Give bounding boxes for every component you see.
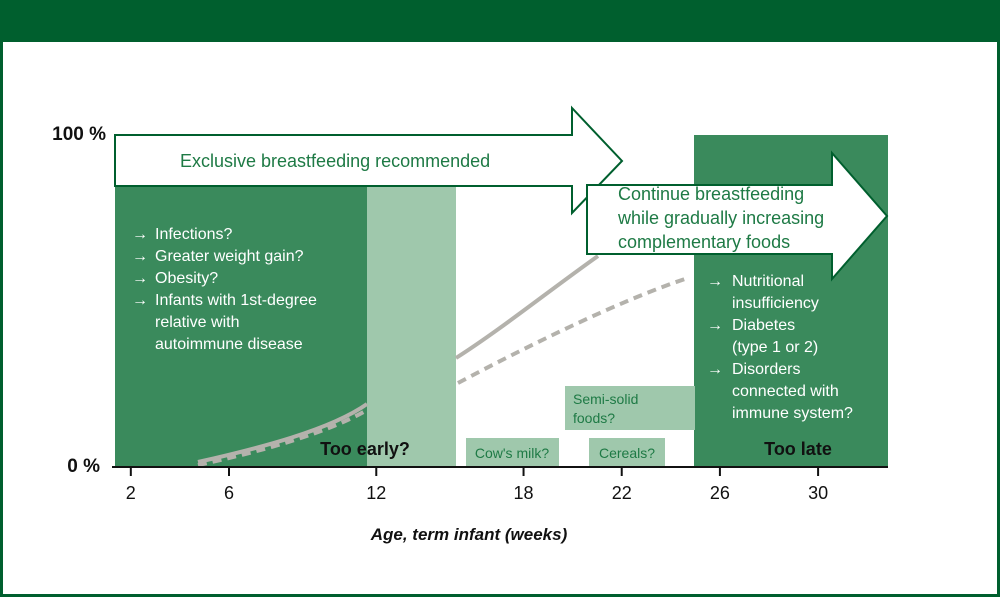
x-tick-label: 2 <box>126 483 136 503</box>
risk-text: Disorders <box>732 361 800 378</box>
risk-arrow-icon: → <box>132 292 148 309</box>
growth-curves <box>197 254 689 467</box>
risk-text: (type 1 or 2) <box>732 339 818 356</box>
x-tick-label: 22 <box>612 483 632 503</box>
risk-text: Infections? <box>155 226 232 243</box>
too-early-label: Too early? <box>320 439 410 459</box>
food-labels: Semi-solid foods? Cow's milk? Cereals? <box>475 391 655 461</box>
risk-arrow-icon: → <box>132 226 148 243</box>
x-tick-label: 18 <box>514 483 534 503</box>
continue-breastfeeding-arrow <box>586 150 889 282</box>
cows-milk-label: Cow's milk? <box>475 445 549 461</box>
late-risks-list: → Nutritional insufficiency → Diabetes (type … <box>707 273 853 422</box>
x-tick-label: 12 <box>366 483 386 503</box>
risk-text: Obesity? <box>155 270 218 287</box>
main-arrow-label: Exclusive breastfeeding recommended <box>180 151 490 171</box>
x-tick-label: 6 <box>224 483 234 503</box>
solid-curve-early <box>197 402 369 464</box>
risk-text: Nutritional <box>732 273 804 290</box>
top-banner <box>0 0 1000 42</box>
continue-line: while gradually increasing <box>617 208 824 228</box>
too-late-label: Too late <box>764 439 832 459</box>
dashed-curve-late <box>457 276 689 385</box>
continue-line: Continue breastfeeding <box>618 184 804 204</box>
y-axis-bottom-label: 0 % <box>67 456 100 477</box>
dashed-curve-early <box>197 408 369 467</box>
risk-text: insufficiency <box>732 295 819 312</box>
x-axis-title: Age, term infant (weeks) <box>370 525 568 544</box>
too-early-zone <box>115 185 367 467</box>
risk-arrow-icon: → <box>707 317 723 334</box>
risk-arrow-icon: → <box>132 270 148 287</box>
cereals-box <box>589 438 665 467</box>
risk-text: connected with <box>732 383 839 400</box>
transition-zone <box>367 185 456 467</box>
risk-text: Greater weight gain? <box>155 248 304 265</box>
risk-arrow-icon: → <box>132 248 148 265</box>
risk-text: Diabetes <box>732 317 795 334</box>
x-tick-label: 26 <box>710 483 730 503</box>
cows-milk-box <box>466 438 559 467</box>
risk-text: relative with <box>155 314 239 331</box>
cereals-label: Cereals? <box>599 445 655 461</box>
semi-solid-label: foods? <box>573 410 615 426</box>
y-axis-top-label: 100 % <box>52 124 106 145</box>
early-risks-list: → Infections? → Greater weight gain? → Obesit… <box>132 226 317 353</box>
risk-text: Infants with 1st-degree <box>155 292 317 309</box>
x-tick-label: 30 <box>808 483 828 503</box>
semi-solid-box <box>565 386 695 430</box>
risk-text: immune system? <box>732 405 853 422</box>
risk-text: autoimmune disease <box>155 336 303 353</box>
risk-arrow-icon: → <box>707 273 723 290</box>
continue-arrow-label: Continue breastfeeding while gradually in… <box>617 184 824 252</box>
solid-curve-late <box>454 254 600 360</box>
continue-line: complementary foods <box>618 232 790 252</box>
risk-arrow-icon: → <box>707 361 723 378</box>
semi-solid-label: Semi-solid <box>573 391 638 407</box>
